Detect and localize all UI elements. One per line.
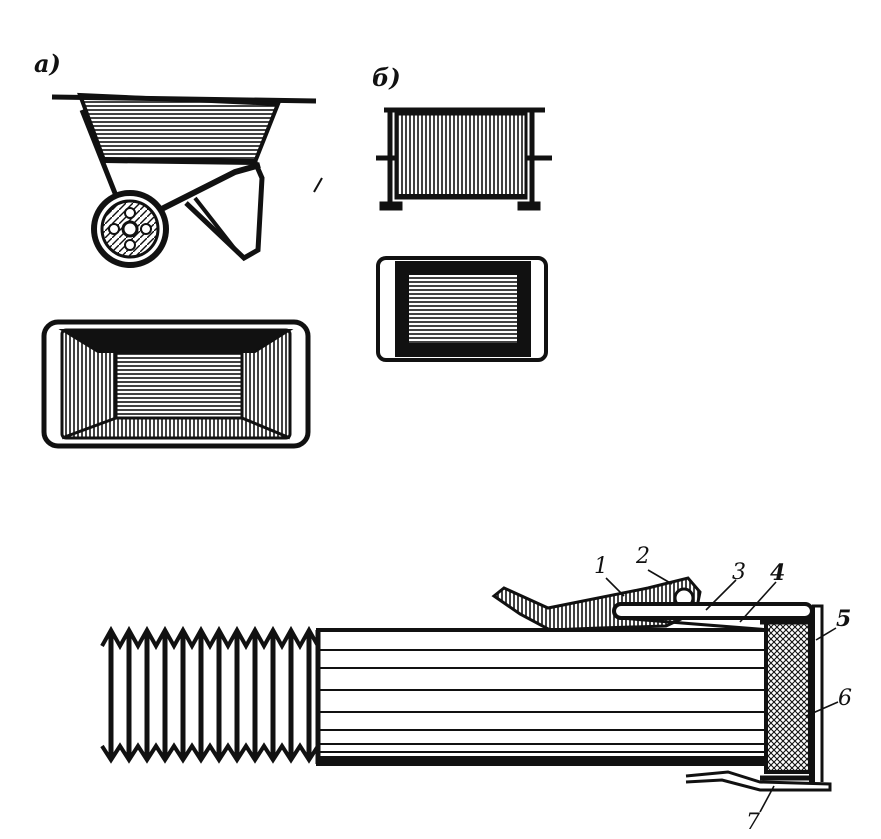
box-barrow-side-view <box>376 107 552 211</box>
part-number-5: 5 <box>836 606 852 632</box>
panel-label-b: б) <box>372 63 401 92</box>
corrugated-section <box>100 625 320 764</box>
part-number-7: 7 <box>746 810 760 835</box>
latch-lever <box>491 576 814 632</box>
box-barrow-top-view <box>376 256 548 362</box>
panel-label-a: а) <box>34 49 61 78</box>
part-number-6: 6 <box>838 686 852 711</box>
wheelbarrow-side-view <box>51 92 323 268</box>
end-cap-assembly <box>685 604 832 792</box>
part-number-2: 2 <box>636 544 650 569</box>
part-number-1: 1 <box>594 554 608 579</box>
part-number-3: 3 <box>732 560 746 585</box>
wheelbarrow-top-view <box>41 319 311 449</box>
leader-lines <box>605 569 839 813</box>
part-number-4: 4 <box>770 560 786 586</box>
cylinder-body <box>315 628 768 766</box>
